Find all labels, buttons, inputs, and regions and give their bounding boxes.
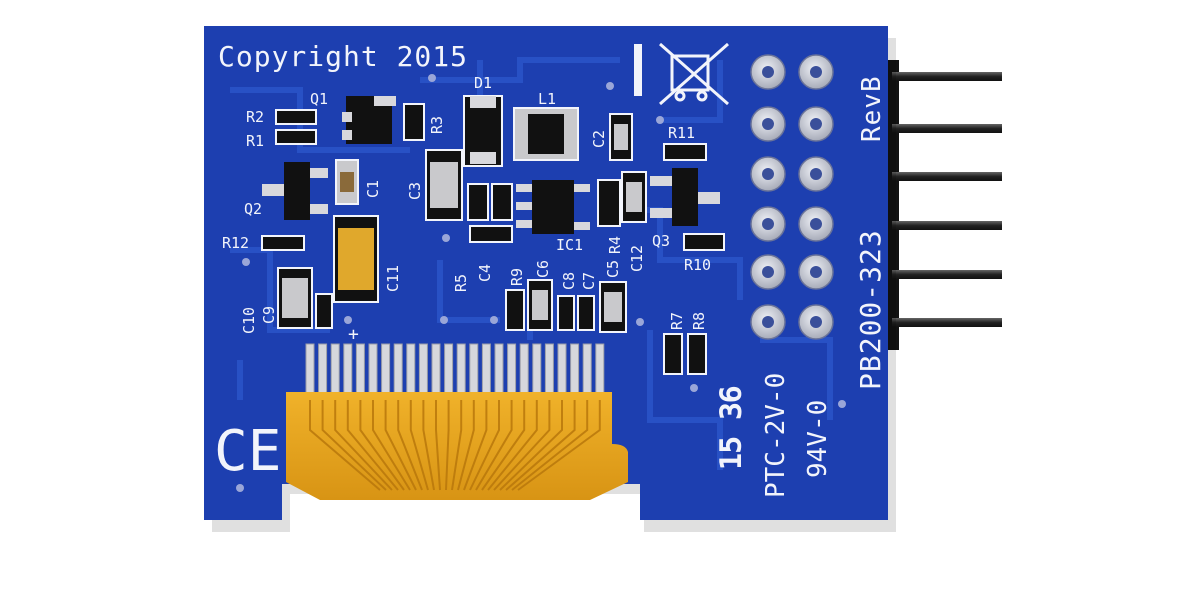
flex-trace [511, 400, 589, 491]
svg-text:C8: C8 [560, 272, 578, 290]
svg-text:C1: C1 [364, 180, 382, 198]
display-flex-connector [286, 343, 628, 500]
flex-trace [499, 400, 563, 491]
svg-text:R2: R2 [246, 108, 264, 126]
flex-trace [487, 400, 538, 491]
svg-text:C9: C9 [260, 306, 278, 324]
component-labels: Q1 R2 R1 R3 D1 L1 C2 R11 C1 C3 Q2 R12 C1… [222, 74, 711, 345]
svg-text:C10: C10 [240, 307, 258, 334]
flex-trace [409, 400, 429, 491]
header-pin [892, 124, 1002, 133]
polarity-mark: + [348, 324, 359, 345]
svg-text:C3: C3 [406, 182, 424, 200]
date-code-label: 15 36 [714, 386, 747, 470]
header-pin [892, 270, 1002, 279]
flex-trace [457, 400, 475, 491]
flex-trace [475, 400, 513, 491]
flex-trace [463, 400, 488, 491]
rating-label-2: 94V-0 [803, 400, 833, 478]
flex-trace [451, 400, 463, 491]
svg-text:C4: C4 [476, 264, 494, 282]
svg-text:D1: D1 [474, 74, 492, 92]
flex-trace [397, 400, 423, 491]
flex-trace [445, 400, 450, 491]
flex-trace [517, 400, 601, 491]
svg-text:R3: R3 [428, 116, 446, 134]
svg-text:C2: C2 [590, 130, 608, 148]
flex-trace [334, 400, 393, 491]
weee-icon [634, 42, 729, 106]
svg-text:C5: C5 [604, 260, 622, 278]
svg-text:R1: R1 [246, 132, 264, 150]
svg-text:Q1: Q1 [310, 90, 328, 108]
flex-trace [372, 400, 411, 491]
svg-text:C6: C6 [534, 260, 552, 278]
svg-text:R8: R8 [690, 312, 708, 330]
pin-header [885, 60, 1002, 350]
revision-label: RevB [857, 75, 887, 142]
flex-trace [346, 400, 399, 491]
ce-mark: CE [214, 419, 281, 484]
flex-trace [422, 400, 435, 491]
copyright-label: Copyright 2015 [218, 40, 468, 73]
svg-text:Q2: Q2 [244, 200, 262, 218]
part-number-label: PB200-323 [854, 229, 887, 390]
svg-text:R9: R9 [508, 268, 526, 286]
flex-trace [481, 400, 526, 491]
svg-text:IC1: IC1 [556, 236, 583, 254]
svg-text:R10: R10 [684, 256, 711, 274]
svg-text:R4: R4 [606, 236, 624, 254]
flex-trace [321, 400, 387, 491]
svg-text:C11: C11 [384, 265, 402, 292]
svg-text:Q3: Q3 [652, 232, 670, 250]
header-pin [892, 318, 1002, 327]
svg-text:C7: C7 [580, 272, 598, 290]
svg-text:R12: R12 [222, 234, 249, 252]
header-pin [892, 72, 1002, 81]
header-pads [750, 54, 834, 340]
rating-label-1: PTC-2V-0 [761, 373, 791, 498]
header-pin [892, 221, 1002, 230]
flex-trace [505, 400, 576, 491]
svg-text:R5: R5 [452, 274, 470, 292]
flex-trace [359, 400, 405, 491]
flex-trace [384, 400, 417, 491]
flex-trace [469, 400, 500, 491]
svg-text:C12: C12 [628, 245, 646, 272]
header-pin [892, 172, 1002, 181]
flex-trace [309, 400, 381, 491]
svg-text:L1: L1 [538, 90, 556, 108]
svg-text:R11: R11 [668, 124, 695, 142]
components [236, 74, 846, 492]
svg-text:R7: R7 [668, 312, 686, 330]
flex-trace [435, 400, 441, 491]
flex-trace [493, 400, 551, 491]
